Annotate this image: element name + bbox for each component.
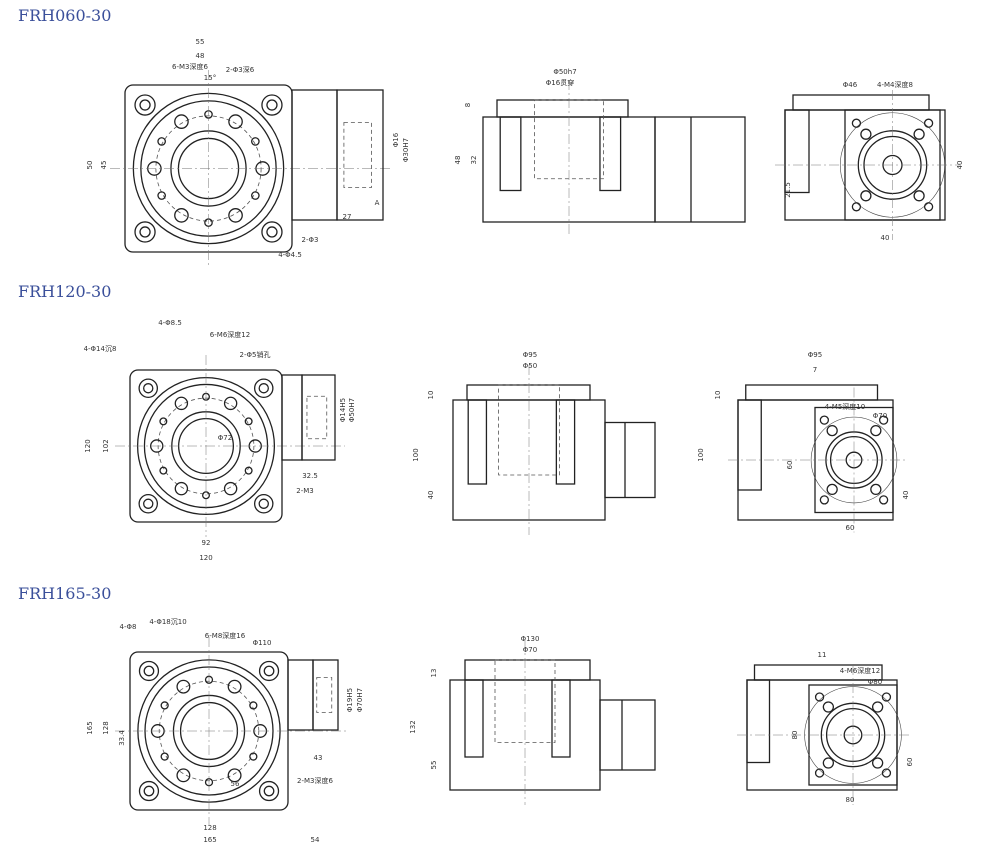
dimension-label: A <box>375 199 380 207</box>
dimension-label: 4-Φ14沉8 <box>84 345 117 353</box>
dimension-label: 48 <box>196 52 205 60</box>
dimension-label: 128 <box>102 721 110 734</box>
dimension-label: 6-M6深度12 <box>210 330 250 339</box>
side-view <box>449 640 656 805</box>
dimension-label: Φ16贯穿 <box>546 78 574 87</box>
end-view <box>737 664 912 805</box>
dimension-label: 4-M6深度12 <box>840 666 880 675</box>
dimension-label: 6-M3深度6 <box>172 62 208 71</box>
dimension-label: Φ70 <box>873 412 887 420</box>
dimension-label: 10 <box>714 391 722 400</box>
dimension-label: 56 <box>231 780 240 788</box>
dimension-label: 60 <box>906 758 914 767</box>
dimension-label: 54 <box>311 836 320 844</box>
dimension-label: Φ46 <box>843 81 858 89</box>
dimension-label: 92 <box>202 539 211 547</box>
dimension-label: Φ110 <box>253 639 272 647</box>
dimension-label: 165 <box>86 721 94 734</box>
end-view <box>728 384 908 533</box>
dimension-label: 60 <box>846 524 855 532</box>
dimension-label: 100 <box>412 448 420 461</box>
dimension-label: 80 <box>846 796 855 804</box>
dimension-label: 100 <box>697 448 705 461</box>
dimension-label: 120 <box>84 439 92 452</box>
dimension-label: Φ130 <box>521 635 540 643</box>
side-view <box>482 80 746 237</box>
dimension-label: Φ50h7 <box>553 68 576 76</box>
dimension-label: 32 <box>470 156 478 165</box>
dimension-label: 2-M3深度6 <box>297 776 333 785</box>
front-view <box>110 70 393 267</box>
dimension-label: Φ14H5 <box>339 398 347 422</box>
dimension-label: 40 <box>881 234 890 242</box>
model-title-frh060: FRH060-30 <box>18 6 112 25</box>
dimension-label: Φ70H7 <box>356 688 364 712</box>
dimension-label: Φ30H7 <box>402 138 410 162</box>
model-drawing-0 <box>110 70 960 267</box>
dimension-label: 48 <box>454 156 462 165</box>
dimension-label: Φ80 <box>868 678 882 686</box>
dimension-label: Φ19H5 <box>346 688 354 712</box>
dimension-label: 33.4 <box>118 730 126 746</box>
dimension-label: 15° <box>204 74 216 82</box>
dimension-label: 43 <box>314 754 323 762</box>
dimension-label: 40 <box>956 161 964 170</box>
dimension-label: 50 <box>86 161 94 170</box>
dimension-label: 2-Φ5销孔 <box>240 350 271 359</box>
dimension-label: 102 <box>102 439 110 452</box>
dimension-label: 6-M8深度16 <box>205 631 246 640</box>
dimension-label: 13 <box>430 669 438 678</box>
dimension-label: Φ70 <box>523 646 537 654</box>
dimension-label: 8 <box>464 103 472 107</box>
dimension-label: Φ50H7 <box>348 398 356 422</box>
dimension-label: 45 <box>100 161 108 170</box>
dimension-label: 2-Φ3 <box>302 236 319 244</box>
dimension-label: 4-Φ8.5 <box>158 319 182 327</box>
model-drawing-1 <box>115 355 908 537</box>
front-view <box>115 355 345 537</box>
dimension-label: 10 <box>427 391 435 400</box>
dimension-label: 2-Φ3深6 <box>226 65 255 74</box>
dimension-label: 165 <box>203 836 216 844</box>
dimension-label: Φ95 <box>523 351 537 359</box>
dimension-label: Φ72 <box>218 434 232 442</box>
dimension-label: 2-M3 <box>296 487 313 495</box>
model-title-frh165: FRH165-30 <box>18 584 112 603</box>
dimension-label: Φ50 <box>523 362 537 370</box>
dimension-label: 4-Φ4.5 <box>278 251 302 259</box>
dimension-label: 40 <box>902 491 910 500</box>
end-view <box>775 90 960 240</box>
model-drawing-2 <box>115 637 912 825</box>
dimension-label: 120 <box>199 554 212 562</box>
dimension-label: 32.5 <box>302 472 318 480</box>
dimension-label: 7 <box>813 366 817 374</box>
dimension-label: 27 <box>343 213 352 221</box>
dimension-label: 4-M5深度10 <box>825 402 865 411</box>
dimension-label: 55 <box>196 38 205 46</box>
front-view <box>115 637 348 825</box>
side-view <box>452 365 656 535</box>
model-title-frh120: FRH120-30 <box>18 282 112 301</box>
dimension-label: 40 <box>427 491 435 500</box>
dimension-label: 4-Φ8 <box>120 623 137 631</box>
dimension-label: Φ16 <box>392 132 400 147</box>
dimension-label: 132 <box>409 720 417 733</box>
dimension-label: 60 <box>786 461 794 470</box>
dimension-label: 128 <box>203 824 216 832</box>
dimension-label: 11 <box>818 651 827 659</box>
dimension-label: 4-M4深度8 <box>877 80 913 89</box>
dimension-label: 55 <box>430 761 438 770</box>
dimension-label: 80 <box>791 731 799 740</box>
dimension-label: 21.5 <box>784 182 792 198</box>
dimension-label: 4-Φ18沉10 <box>149 618 186 626</box>
dimension-label: Φ95 <box>808 351 822 359</box>
